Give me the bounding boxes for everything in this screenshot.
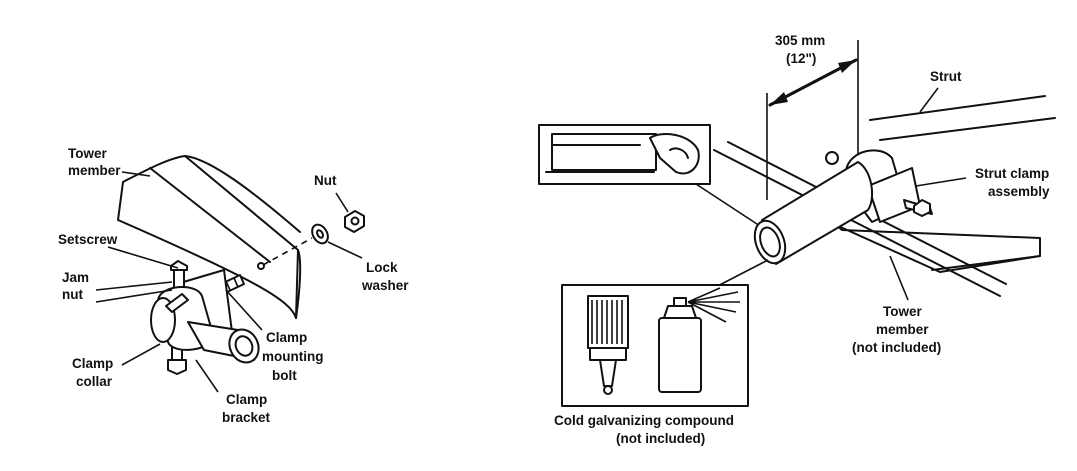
clamp-collar-line1: Clamp bbox=[72, 356, 113, 371]
clamp-collar-label: Clamp collar bbox=[72, 356, 117, 389]
lock-washer-label: Lock washer bbox=[361, 260, 409, 293]
cold-galvanizing-line1: Cold galvanizing compound bbox=[554, 413, 734, 428]
strut-clamp-line1: Strut clamp bbox=[975, 166, 1049, 181]
left-assembly-drawing: Tower member Nut Setscrew Jam nut Lock w… bbox=[58, 146, 409, 425]
clamp-mounting-bolt-line1: Clamp bbox=[266, 330, 307, 345]
clamp-bracket-line2: bracket bbox=[222, 410, 271, 425]
clamp-collar-line2: collar bbox=[76, 374, 113, 389]
right-tower-member-line2: member bbox=[876, 322, 929, 337]
tower-member-line2: member bbox=[68, 163, 121, 178]
dimension-label: 305 mm (12") bbox=[775, 33, 829, 66]
tower-member-shape bbox=[117, 155, 302, 319]
tower-member-line1: Tower bbox=[68, 146, 107, 161]
jam-nut-line2: nut bbox=[62, 287, 83, 302]
jam-nut-label: Jam nut bbox=[62, 270, 93, 302]
right-tower-member-label: Tower member (not included) bbox=[852, 304, 941, 355]
setscrew-shape bbox=[170, 260, 188, 289]
paint-brush-icon bbox=[587, 295, 629, 395]
clamp-bracket-line1: Clamp bbox=[226, 392, 267, 407]
lock-washer-shape bbox=[311, 223, 329, 245]
setscrew-label: Setscrew bbox=[58, 232, 118, 247]
tower-member-label: Tower member bbox=[68, 146, 121, 178]
left-leader-lines bbox=[95, 171, 363, 393]
dimension-line1: 305 mm bbox=[775, 33, 825, 48]
galvanizing-inset bbox=[561, 284, 749, 407]
spray-can-icon bbox=[658, 287, 740, 393]
right-tower-member-line3: (not included) bbox=[852, 340, 941, 355]
strut-clamp-shape bbox=[825, 149, 933, 223]
pipe-shape bbox=[187, 321, 260, 364]
lock-washer-line2: washer bbox=[361, 278, 409, 293]
dimension-marker bbox=[766, 40, 859, 200]
clamp-mounting-bolt-line2: mounting bbox=[262, 349, 323, 364]
cold-galvanizing-label: Cold galvanizing compound (not included) bbox=[554, 413, 738, 446]
jam-nut-line1: Jam bbox=[62, 270, 89, 285]
strut-clamp-line2: assembly bbox=[988, 184, 1050, 199]
nut-label: Nut bbox=[314, 173, 337, 188]
mounting-hole-shape bbox=[257, 262, 265, 270]
nut-shape bbox=[344, 210, 365, 233]
bolt-axis-dashed bbox=[262, 237, 313, 266]
lock-washer-line1: Lock bbox=[366, 260, 398, 275]
right-assembly-drawing: 305 mm (12") Strut Strut clamp assembly … bbox=[538, 33, 1056, 446]
right-tower-member-line1: Tower bbox=[883, 304, 922, 319]
cold-galvanizing-line2: (not included) bbox=[616, 431, 705, 446]
clamp-bracket-label: Clamp bracket bbox=[222, 392, 271, 425]
hacksaw-inset bbox=[538, 124, 711, 185]
dimension-line2: (12") bbox=[786, 51, 816, 66]
hacksaw-leader bbox=[695, 183, 761, 227]
clamp-mounting-bolt-line3: bolt bbox=[272, 368, 297, 383]
strut-label: Strut bbox=[930, 69, 962, 84]
clamp-mounting-bolt-label: Clamp mounting bolt bbox=[262, 330, 327, 383]
right-pipe-shape bbox=[753, 161, 874, 265]
strut-clamp-assembly-label: Strut clamp assembly bbox=[975, 166, 1053, 199]
